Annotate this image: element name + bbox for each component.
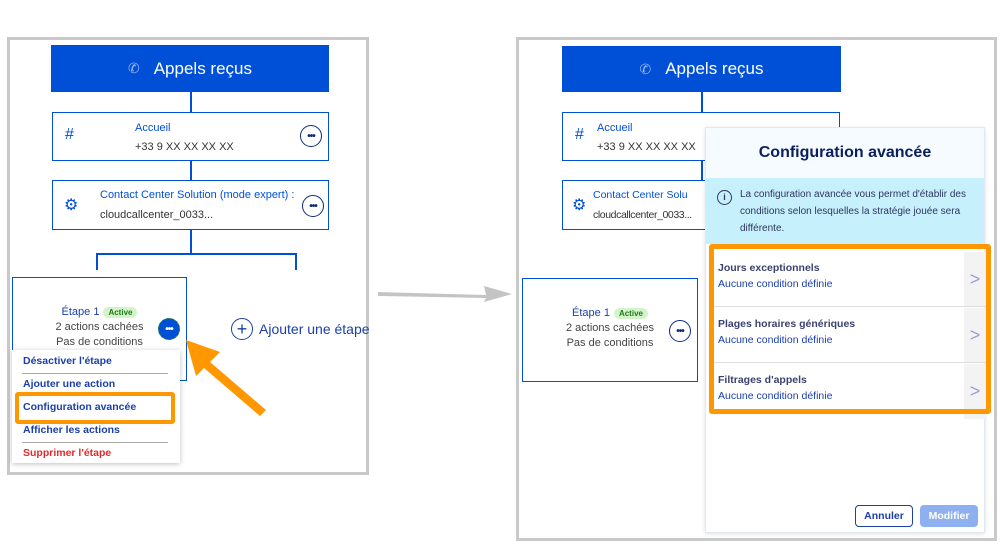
connector <box>701 92 703 112</box>
step-conditions: Pas de conditions <box>566 337 654 349</box>
config-row-generic-time-ranges[interactable]: Plages horaires génériques Aucune condit… <box>711 308 986 363</box>
cancel-button[interactable]: Annuler <box>855 505 913 527</box>
connector <box>96 253 98 270</box>
panel-title: Configuration avancée <box>758 144 932 161</box>
row-status: Aucune condition définie <box>718 334 833 346</box>
step-hidden-actions: 2 actions cachées <box>55 321 144 333</box>
step-more-options-button[interactable]: ••• <box>669 320 691 342</box>
panel-header: Configuration avancée <box>706 128 984 178</box>
more-options-button[interactable]: ••• <box>300 125 322 147</box>
step-conditions: Pas de conditions <box>56 336 143 348</box>
accueil-title: Accueil <box>597 122 633 134</box>
incoming-calls-header: ✆ Appels reçus <box>51 45 329 92</box>
info-banner: i La configuration avancée vous permet d… <box>706 178 984 244</box>
phone-icon: ✆ <box>127 60 140 76</box>
phone-icon: ✆ <box>639 60 652 77</box>
hash-icon: # <box>65 126 74 143</box>
chevron-right-icon: > <box>964 308 986 362</box>
gear-icon: ⚙ <box>572 197 587 214</box>
add-step-label: Ajouter une étape <box>259 321 370 337</box>
accueil-number: +33 9 XX XX XX XX <box>597 141 696 153</box>
orange-pointer-arrow-icon <box>186 340 266 416</box>
advanced-config-panel: Configuration avancée i La configuration… <box>705 127 986 533</box>
chevron-right-icon: > <box>964 364 986 419</box>
ccs-value: cloudcallcenter_0033... <box>100 209 214 221</box>
config-row-exceptional-days[interactable]: Jours exceptionnels Aucune condition déf… <box>711 252 986 307</box>
status-badge: Active <box>613 308 648 319</box>
menu-item-add-action[interactable]: Ajouter une action <box>23 378 116 390</box>
step-context-menu: Désactiver l'étape Ajouter une action Co… <box>12 350 180 463</box>
divider <box>22 373 168 374</box>
row-title: Filtrages d'appels <box>718 374 807 386</box>
ccs-node[interactable]: ⚙ Contact Center Solution (mode expert) … <box>52 180 329 230</box>
submit-button[interactable]: Modifier <box>920 505 978 527</box>
ccs-value: cloudcallcenter_0033... <box>593 209 692 221</box>
connector <box>190 161 192 180</box>
menu-item-advanced-config[interactable]: Configuration avancée <box>23 401 137 413</box>
row-status: Aucune condition définie <box>718 390 833 402</box>
row-title: Jours exceptionnels <box>718 262 820 274</box>
highlight-box <box>709 244 991 414</box>
menu-item-delete-step[interactable]: Supprimer l'étape <box>23 447 112 459</box>
connector <box>295 253 297 270</box>
header-title: Appels reçus <box>665 59 764 78</box>
menu-item-disable-step[interactable]: Désactiver l'étape <box>23 355 112 367</box>
highlight-box <box>15 392 175 424</box>
connector <box>190 230 192 254</box>
ccs-title: Contact Center Solu <box>593 189 688 201</box>
add-step-button[interactable]: + Ajouter une étape <box>231 318 370 340</box>
info-text: La configuration avancée vous permet d'é… <box>740 189 966 234</box>
ccs-title: Contact Center Solution (mode expert) : <box>100 189 295 201</box>
incoming-calls-header: ✆ Appels reçus <box>562 46 841 92</box>
accueil-title: Accueil <box>135 122 171 134</box>
info-icon: i <box>717 190 732 205</box>
connector <box>190 92 192 112</box>
more-options-button[interactable]: ••• <box>302 195 324 217</box>
accueil-number: +33 9 XX XX XX XX <box>135 141 234 153</box>
step-hidden-actions: 2 actions cachées <box>565 322 655 334</box>
header-title: Appels reçus <box>153 58 252 78</box>
branch-line <box>96 253 297 255</box>
step-more-options-button[interactable]: ••• <box>158 318 180 340</box>
plus-circle-icon: + <box>231 318 253 340</box>
status-badge: Active <box>103 307 138 318</box>
accueil-node[interactable]: # Accueil +33 9 XX XX XX XX ••• <box>52 112 329 161</box>
chevron-right-icon: > <box>964 252 986 306</box>
hash-icon: # <box>575 126 584 143</box>
gear-icon: ⚙ <box>64 197 79 214</box>
row-title: Plages horaires génériques <box>718 318 856 330</box>
transition-arrow-icon <box>378 286 512 302</box>
menu-item-show-actions[interactable]: Afficher les actions <box>23 424 120 436</box>
row-status: Aucune condition définie <box>718 278 833 290</box>
step-title: Étape 1 <box>572 307 610 319</box>
divider <box>22 442 168 443</box>
connector <box>701 161 703 180</box>
step-title: Étape 1 <box>61 306 100 318</box>
